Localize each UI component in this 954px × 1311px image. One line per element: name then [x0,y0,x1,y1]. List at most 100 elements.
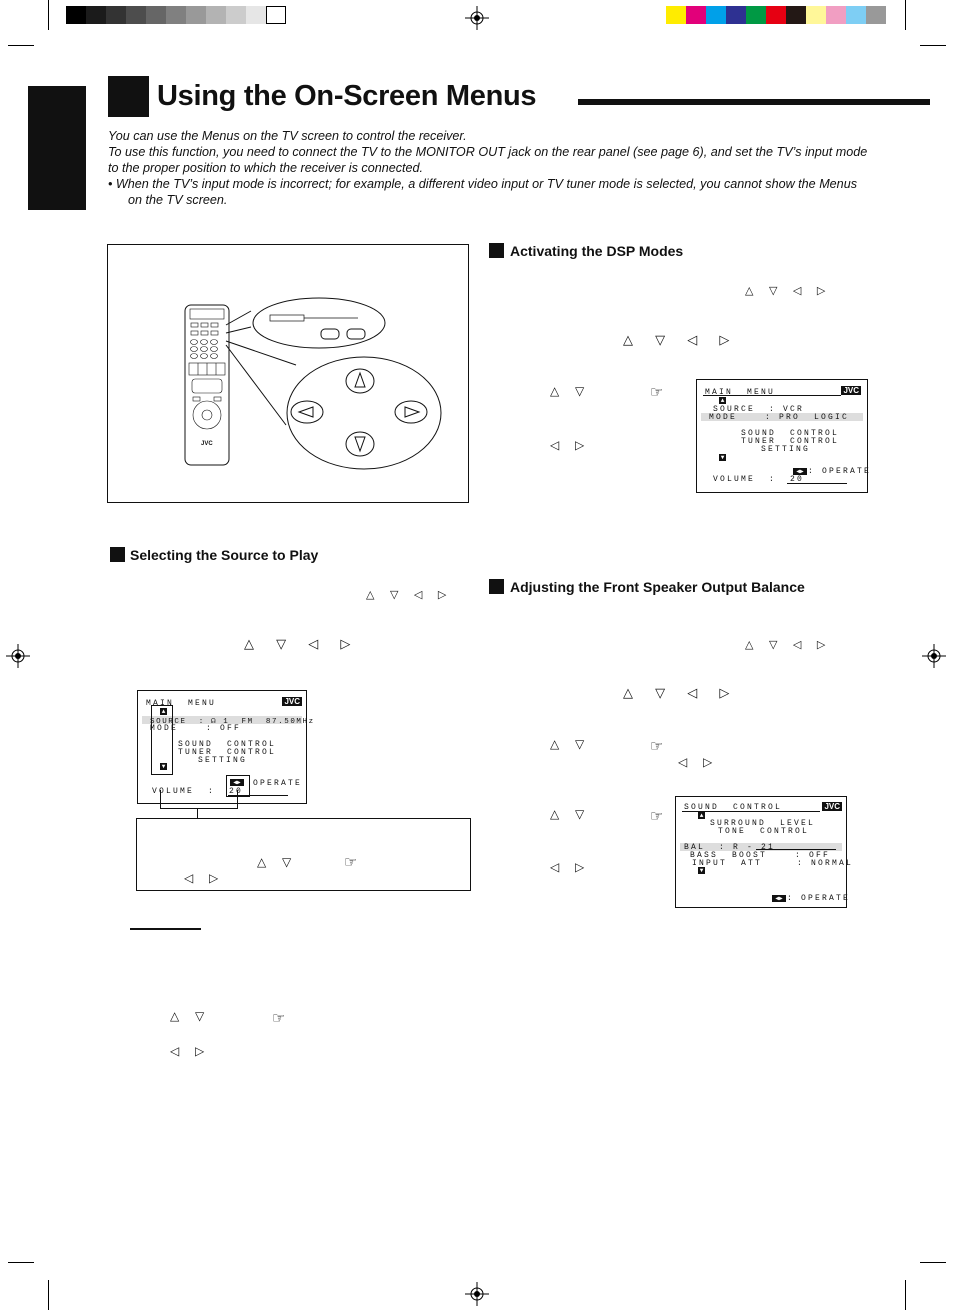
section-marker [489,579,504,594]
color-swatch [866,6,886,24]
pointer-icon: ☞ [650,383,664,401]
left-right-keys-icon: ◁ ▷ [170,1044,211,1058]
arrow-keys-icon: △ ▽ ◁ ▷ [745,284,832,297]
left-right-keys-icon: ◁ ▷ [550,860,591,874]
osd-tuner-line: TUNER CONTROL [178,748,277,757]
osd-tuner-line: TUNER CONTROL [741,437,840,446]
pointer-icon: ☞ [272,1009,286,1027]
up-down-keys-icon: △ ▽ [550,807,591,821]
scroll-up-icon: ▲ [719,397,726,404]
osd-operate-line: OPERATE [253,779,303,788]
arrow-keys-icon: △ ▽ ◁ ▷ [366,588,453,601]
left-right-icon: ◀▶ [230,779,244,786]
section-title-dsp: Activating the DSP Modes [510,243,684,259]
color-swatch [266,6,286,24]
osd-input-line: INPUT ATT : NORMAL [692,859,854,868]
registration-mark-icon [6,644,30,668]
color-swatch [66,6,86,24]
osd-title-rule [703,395,841,396]
osd-sound-line: SOUND CONTROL [741,429,840,438]
left-right-icon: ◀▶ [772,895,786,902]
scroll-up-icon: ▲ [160,708,167,715]
osd-setting-line: SETTING [761,445,811,454]
remote-control-illustration: JVC [184,297,442,470]
callout-line [160,808,238,809]
up-down-keys-icon: △ ▽ [550,384,591,398]
color-swatch [686,6,706,24]
osd-highlight [142,716,302,724]
osd-mode-line: MODE : PRO LOGIC [709,413,850,422]
color-swatch [726,6,746,24]
osd-tone-line: TONE CONTROL [718,827,810,836]
left-right-keys-icon: ◁ ▷ [550,438,591,452]
crop-mark [8,1262,34,1263]
osd-highlight [680,843,842,851]
osd-bal-line: BAL : R - 21 [684,843,776,852]
scroll-down-icon: ▼ [719,454,726,461]
color-swatch [846,6,866,24]
callout-frame [226,775,250,797]
left-right-keys-icon: ◁ ▷ [184,871,225,885]
crop-mark [905,0,906,30]
osd-mode-line: MODE : OFF [150,724,242,733]
crop-mark [48,0,49,30]
intro-bullet: • When the TV’s input mode is incorrect;… [108,177,857,207]
registration-mark-icon [922,644,946,668]
crop-mark [8,45,34,46]
color-swatch [706,6,726,24]
section-title-source: Selecting the Source to Play [130,547,319,563]
osd-operate-line: : OPERATE [787,894,851,903]
up-down-keys-icon: △ ▽ [170,1009,211,1023]
scroll-up-icon: ▲ [698,812,705,819]
intro-line: You can use the Menus on the TV screen t… [108,129,467,143]
color-swatch [106,6,126,24]
scroll-down-icon: ▼ [698,867,705,874]
scroll-down-icon: ▼ [160,763,167,770]
osd-brand: JVC [282,697,302,706]
color-swatch [666,6,686,24]
page-title: Using the On-Screen Menus [157,80,537,112]
balance-bar [756,849,836,850]
left-right-keys-icon: ◁ ▷ [678,755,719,769]
osd-bass-line: BASS BOOST : OFF [690,851,831,860]
osd-title: SOUND CONTROL [684,803,783,812]
registration-mark-icon [465,6,489,30]
volume-bar [228,787,288,796]
language-tab [28,86,86,210]
title-rule [578,99,930,105]
up-down-keys-icon: △ ▽ [550,737,591,751]
color-swatch [166,6,186,24]
section-title-balance: Adjusting the Front Speaker Output Balan… [510,579,805,595]
section-marker [489,243,504,258]
osd-main-menu-source: MAIN MENU JVC ▲ SOURCE : ☊ 1 FM 87.50MHz… [137,690,313,804]
section-marker [110,547,125,562]
volume-bar [787,475,847,484]
color-swatch [186,6,206,24]
osd-surround-line: SURROUND LEVEL [710,819,816,828]
arrow-keys-icon: △ ▽ ◁ ▷ [623,686,739,701]
crop-mark [920,1262,946,1263]
callout-line [237,790,238,808]
pointer-icon: ☞ [650,737,664,755]
color-swatch [86,6,106,24]
color-swatch [746,6,766,24]
osd-title-rule [682,811,820,812]
osd-volume-line: VOLUME : 20 [152,787,244,796]
registration-mark-icon [465,1282,489,1306]
osd-title: MAIN MENU [146,699,217,708]
callout-line [197,808,198,819]
pointer-icon: ☞ [344,853,358,871]
color-swatch [206,6,226,24]
crop-mark [905,1280,906,1310]
color-swatch [786,6,806,24]
osd-title: MAIN MENU [705,388,776,397]
arrow-keys-icon: △ ▽ ◁ ▷ [745,638,832,651]
up-down-keys-icon: △ ▽ [257,855,298,869]
osd-volume-line: VOLUME : 20 [713,475,805,484]
color-swatch [806,6,826,24]
osd-highlight [701,413,863,421]
color-swatch [146,6,166,24]
color-swatch [246,6,266,24]
callout-frame [151,705,173,775]
left-right-icon: ◀▶ [793,468,807,475]
